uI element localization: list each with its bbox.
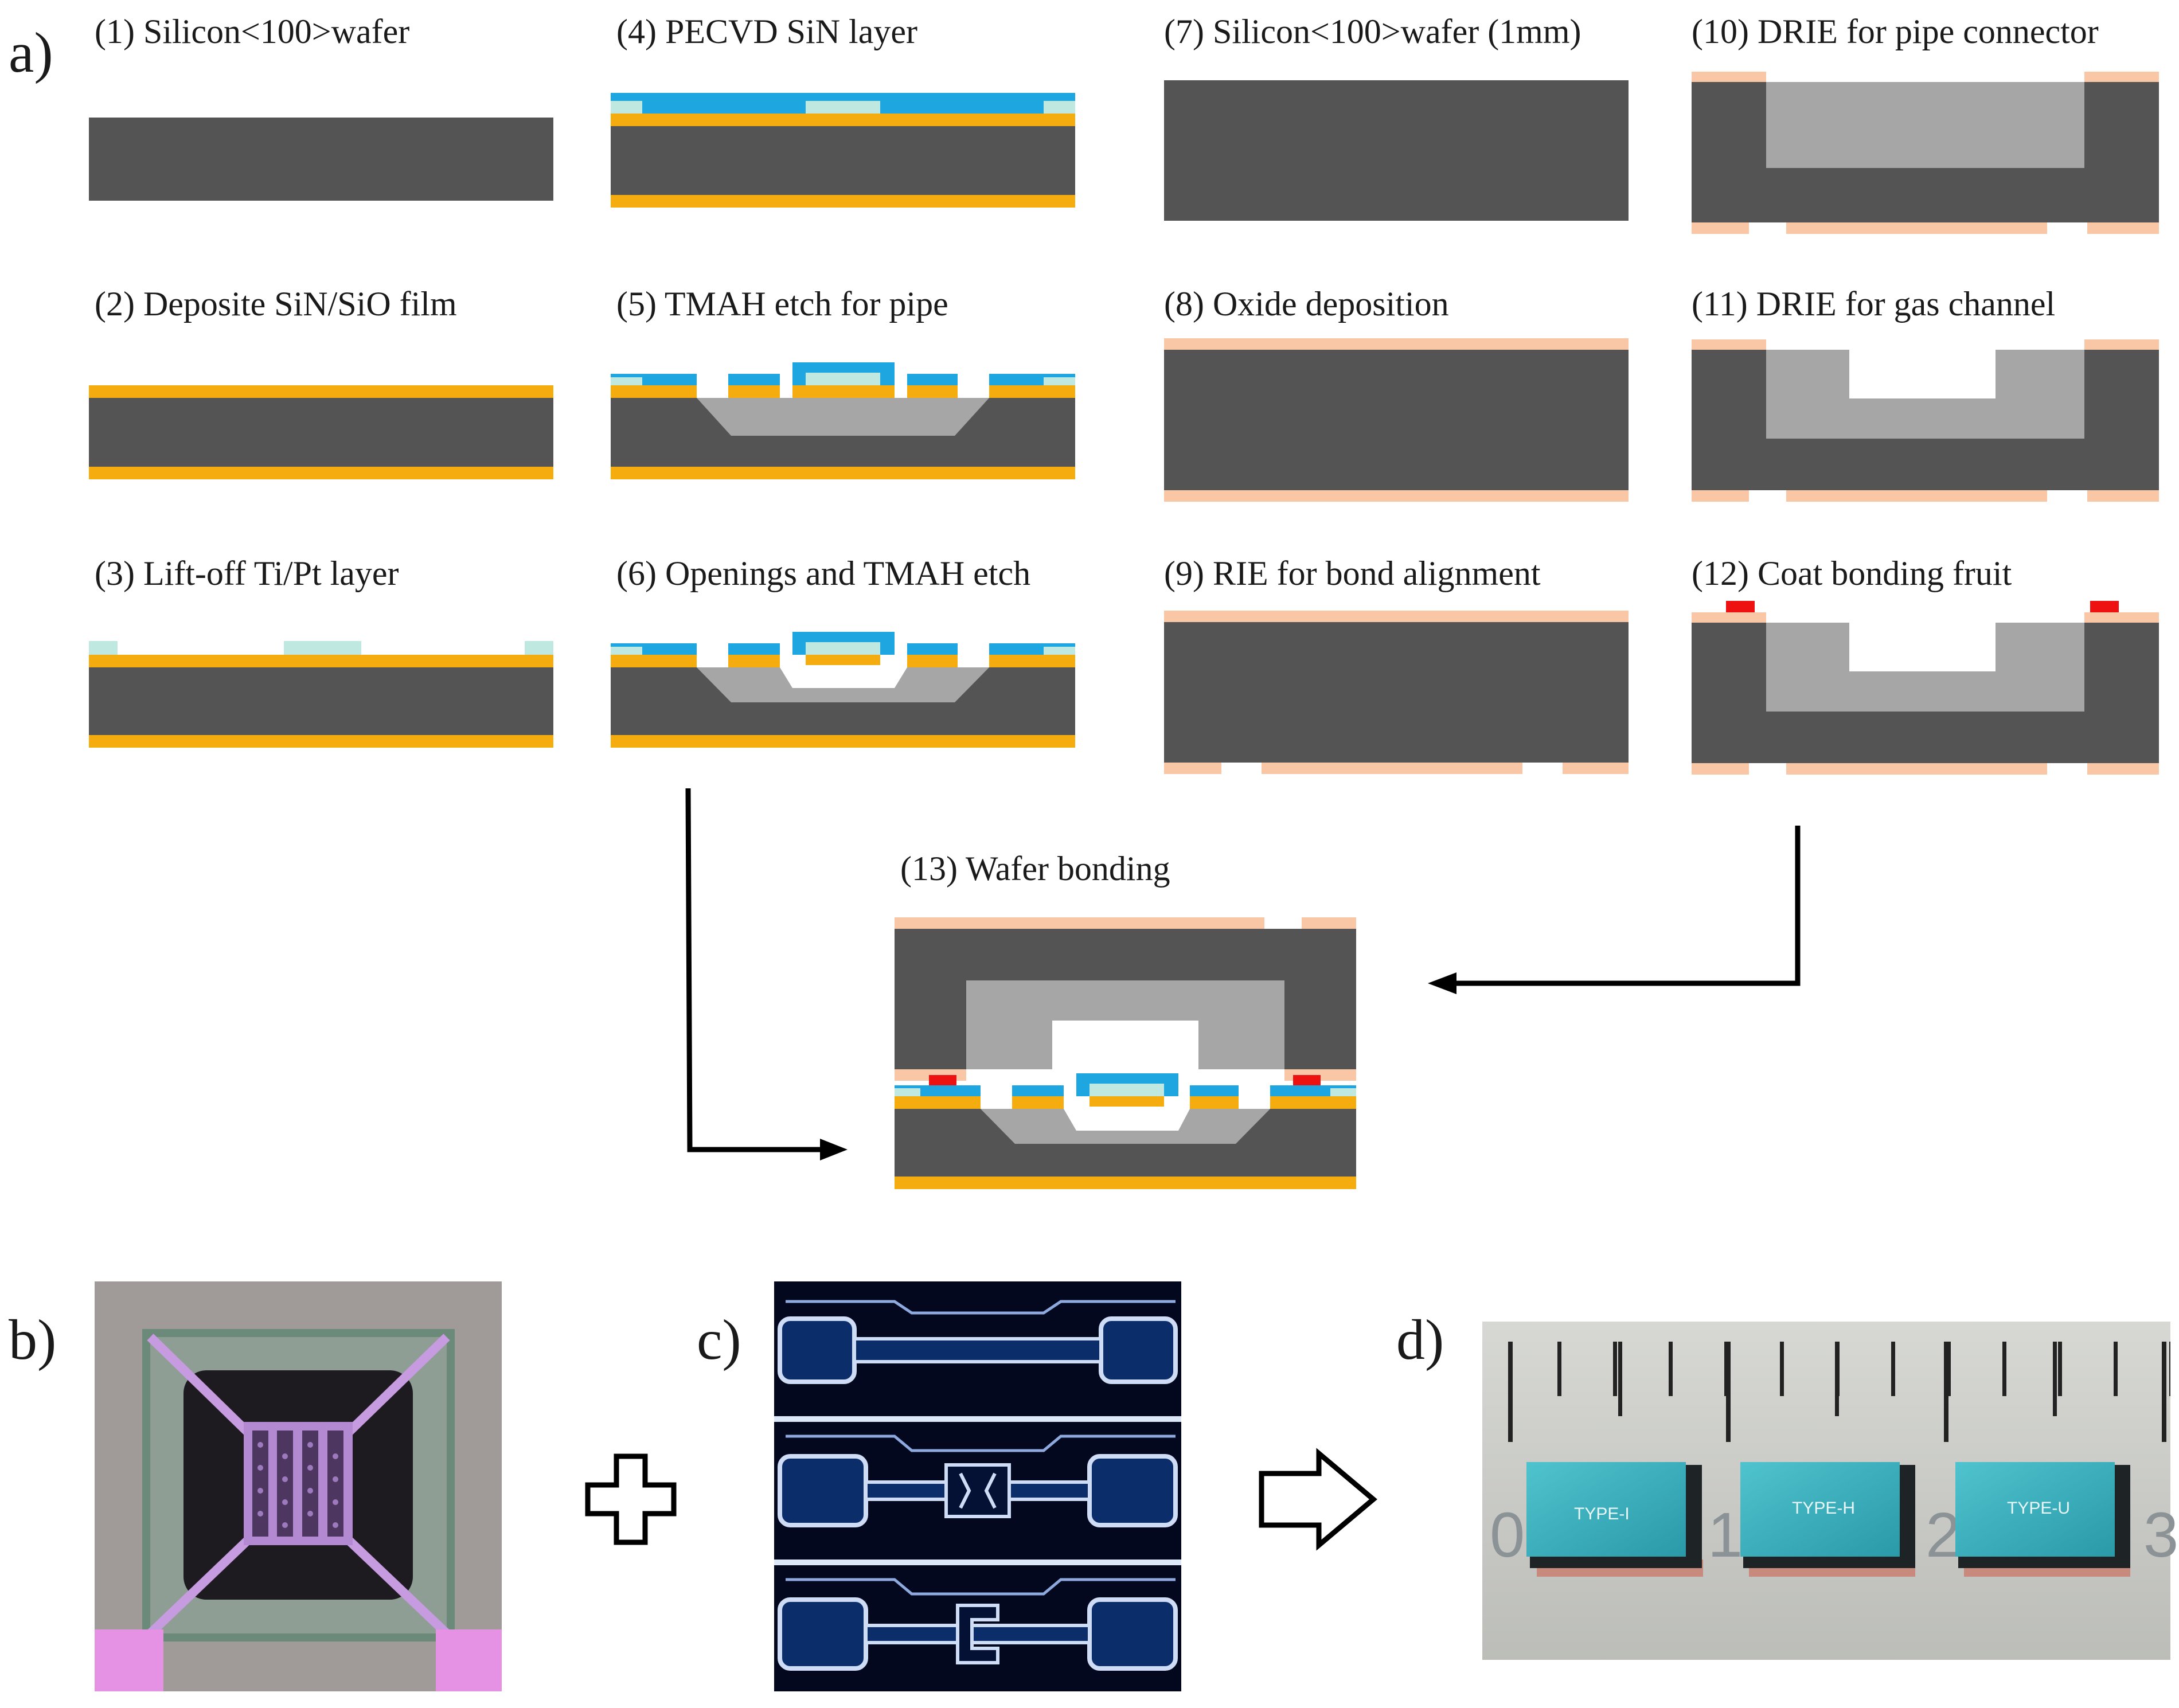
step-13-diagram <box>895 917 1356 1189</box>
step-title-1: (1) Silicon<100>wafer <box>95 13 409 50</box>
bonding-frit <box>1726 601 1755 612</box>
step-title-7: (7) Silicon<100>wafer (1mm) <box>1164 13 1581 50</box>
step-title-5: (5) TMAH etch for pipe <box>616 285 948 323</box>
step-title-2: (2) Deposite SiN/SiO film <box>95 285 457 323</box>
step-title-8: (8) Oxide deposition <box>1164 285 1449 323</box>
chip-label-type-h: TYPE-H <box>1792 1499 1855 1518</box>
step-title-13: (13) Wafer bonding <box>900 850 1170 888</box>
step-title-4: (4) PECVD SiN layer <box>616 13 917 50</box>
ruler-label-0: 0 <box>1490 1500 1525 1570</box>
panel-label-a: a) <box>9 21 53 84</box>
step-9-diagram <box>1164 611 1629 774</box>
arrow-head-icon <box>820 1139 848 1160</box>
step-title-10: (10) DRIE for pipe connector <box>1692 13 2099 50</box>
step-4-diagram <box>611 93 1075 208</box>
panel-label-b: b) <box>9 1308 56 1371</box>
step-title-6: (6) Openings and TMAH etch <box>616 554 1030 592</box>
panel-b-micrograph <box>95 1281 502 1691</box>
step-1-diagram <box>89 118 553 201</box>
step-10-diagram <box>1692 72 2159 234</box>
step-title-9: (9) RIE for bond alignment <box>1164 554 1541 592</box>
chip-label-type-u: TYPE-U <box>2007 1499 2070 1518</box>
chip-label-type-i: TYPE-I <box>1574 1504 1630 1523</box>
plus-icon <box>585 1453 677 1545</box>
ruler-label-2: 2 <box>1926 1500 1961 1570</box>
panel-label-d: d) <box>1396 1308 1444 1371</box>
left-connector-arrow <box>685 788 848 1160</box>
step-title-11: (11) DRIE for gas channel <box>1692 285 2055 323</box>
channel-type-h <box>778 1435 1178 1527</box>
channel-type-u <box>778 1578 1178 1671</box>
right-connector-arrow <box>1428 826 1801 994</box>
chip-type-h: TYPE-H <box>1740 1462 1915 1577</box>
ruler-label-1: 1 <box>1708 1500 1743 1570</box>
channel-type-i <box>778 1300 1178 1384</box>
chip-type-u: TYPE-U <box>1955 1462 2130 1577</box>
step-2-diagram <box>89 385 553 479</box>
ruler-label-3: 3 <box>2143 1500 2178 1570</box>
bonding-frit <box>2090 601 2119 612</box>
panel-label-c: c) <box>697 1308 741 1371</box>
step-11-diagram <box>1692 339 2159 502</box>
panel-c-micrograph <box>774 1281 1181 1691</box>
ruler: 0 1 2 3 <box>1490 1342 2178 1570</box>
step-12-diagram <box>1692 601 2159 775</box>
step-7-diagram <box>1164 80 1629 221</box>
step-8-diagram <box>1164 338 1629 502</box>
step-5-diagram <box>611 362 1075 479</box>
arrow-head-icon <box>1428 972 1456 994</box>
chip-type-i: TYPE-I <box>1526 1462 1703 1577</box>
step-3-diagram <box>89 641 553 748</box>
right-arrow-icon <box>1259 1448 1377 1551</box>
step-title-12: (12) Coat bonding fruit <box>1692 554 2012 592</box>
panel-d-photo: 0 1 2 3 TYPE-I TYPE-H TYPE-U <box>1482 1322 2178 1660</box>
step-title-3: (3) Lift-off Ti/Pt layer <box>95 554 399 592</box>
step-6-diagram <box>611 632 1075 748</box>
